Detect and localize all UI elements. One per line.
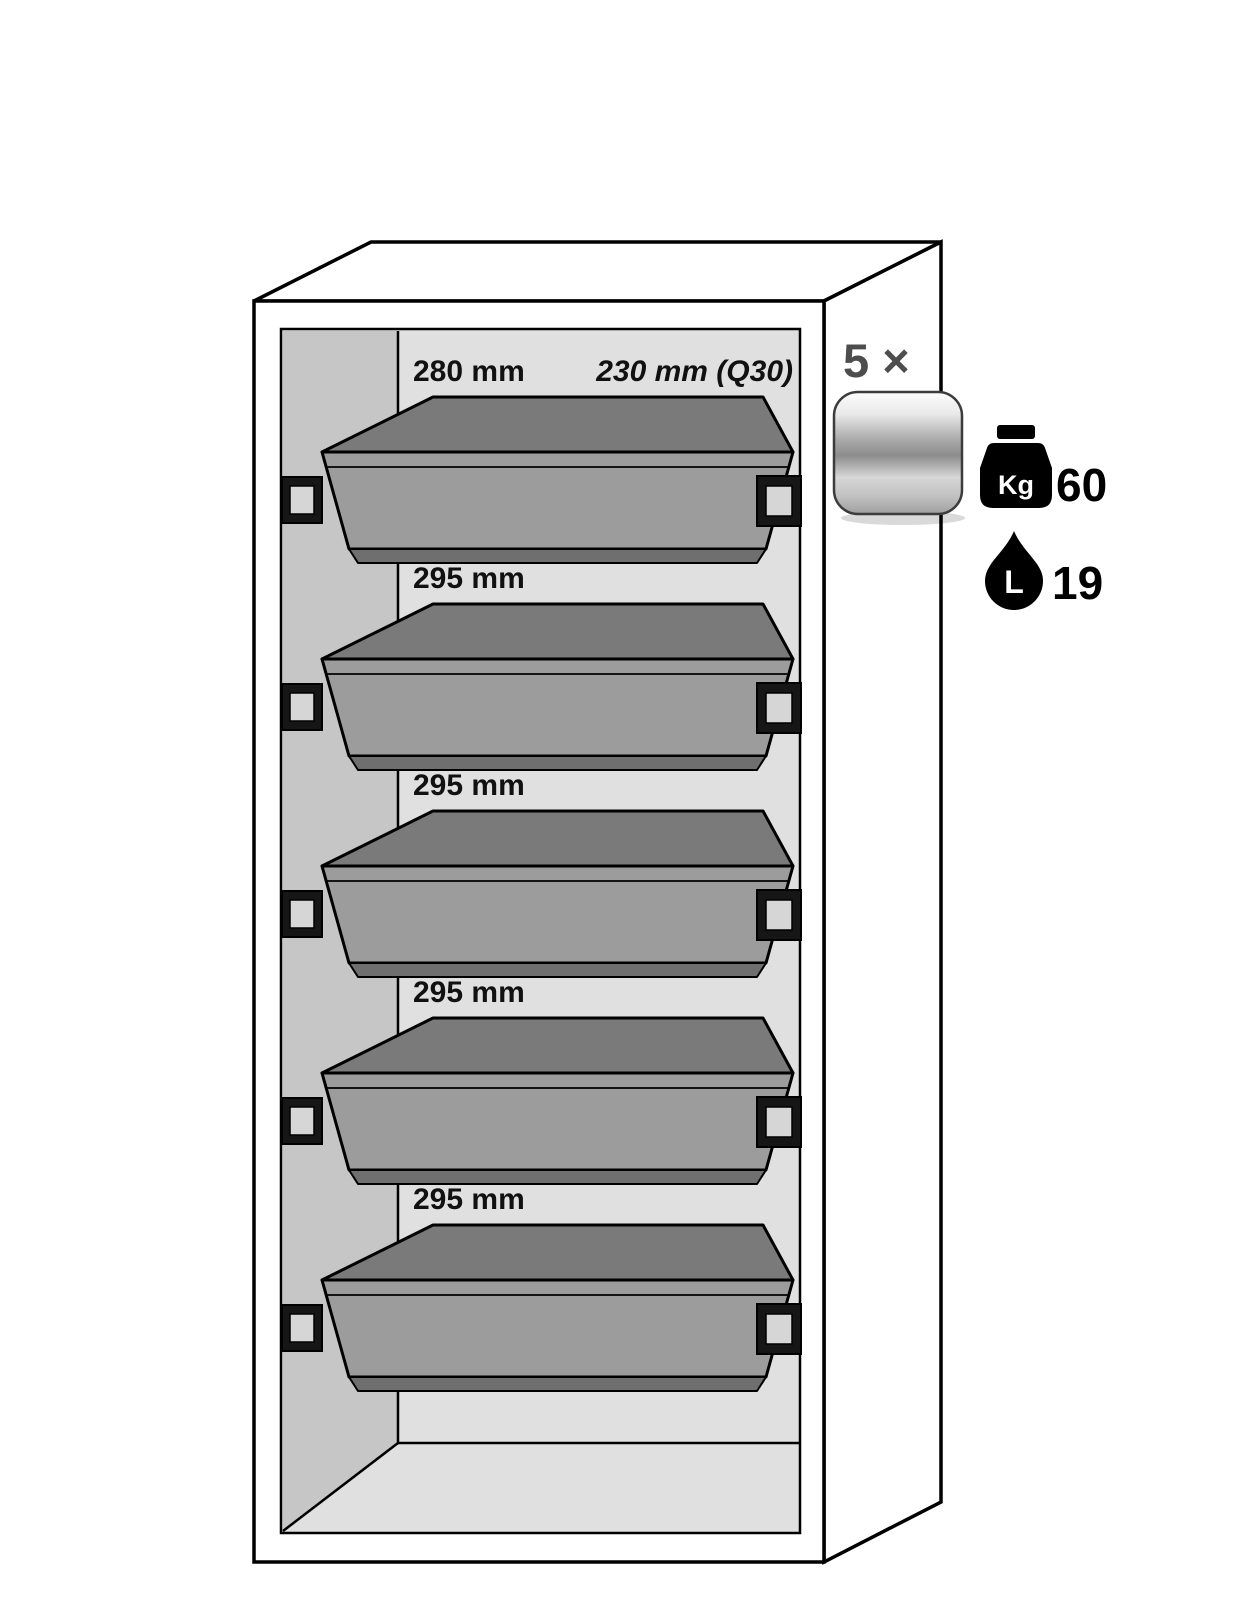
load-value: 60	[1056, 459, 1107, 511]
left-slide-bracket	[281, 890, 323, 938]
right-slide-bracket-inner	[765, 1106, 793, 1138]
interior-floor-left-edge	[282, 1442, 399, 1532]
tray-bottom-edge	[348, 548, 767, 564]
quantity-label: 5 ×	[843, 334, 910, 387]
shelf-depth-label: 295 mm	[413, 562, 525, 595]
right-slide-bracket-inner	[765, 1313, 793, 1345]
left-slide-bracket	[281, 476, 323, 524]
drop-shape	[985, 531, 1043, 610]
shelf-depth-label: 295 mm	[413, 1183, 525, 1216]
right-slide-bracket-inner	[765, 899, 793, 931]
liter-drop-icon: L	[985, 531, 1043, 610]
steel-drawer-icon	[832, 390, 964, 516]
volume-value: 19	[1052, 557, 1103, 609]
tray-bottom-edge	[348, 962, 767, 978]
shelf-tray-group-3: 295 mm	[281, 769, 802, 978]
left-slide-bracket-inner	[289, 1313, 315, 1343]
shelf-depth-label: 280 mm	[413, 355, 525, 388]
load-unit-label: Kg	[998, 470, 1034, 500]
shelf-depth-label: 295 mm	[413, 976, 525, 1009]
door-depth-label: 230 mm (Q30)	[595, 355, 793, 388]
left-slide-bracket-inner	[289, 692, 315, 722]
shelf-depth-label: 295 mm	[413, 769, 525, 802]
right-slide-bracket-inner	[765, 692, 793, 724]
left-slide-bracket-inner	[289, 899, 315, 929]
weight-kg-icon: Kg	[980, 425, 1052, 508]
left-slide-bracket-inner	[289, 1106, 315, 1136]
shelf-tray-group-1: 280 mm 230 mm (Q30)	[281, 355, 802, 564]
tray-bottom-edge	[348, 1376, 767, 1392]
right-slide-bracket	[756, 1303, 802, 1355]
weight-handle	[997, 425, 1035, 439]
shelf-tray-group-2: 295 mm	[281, 562, 802, 771]
right-slide-bracket-inner	[765, 485, 793, 517]
shelf-tray-group-4: 295 mm	[281, 976, 802, 1185]
tray-bottom-edge	[348, 755, 767, 771]
weight-body	[980, 443, 1052, 508]
shelf-tray-group-5: 295 mm	[281, 1183, 802, 1392]
volume-unit-label: L	[1004, 564, 1024, 600]
tray-bottom-edge	[348, 1169, 767, 1185]
left-slide-bracket-inner	[289, 485, 315, 515]
